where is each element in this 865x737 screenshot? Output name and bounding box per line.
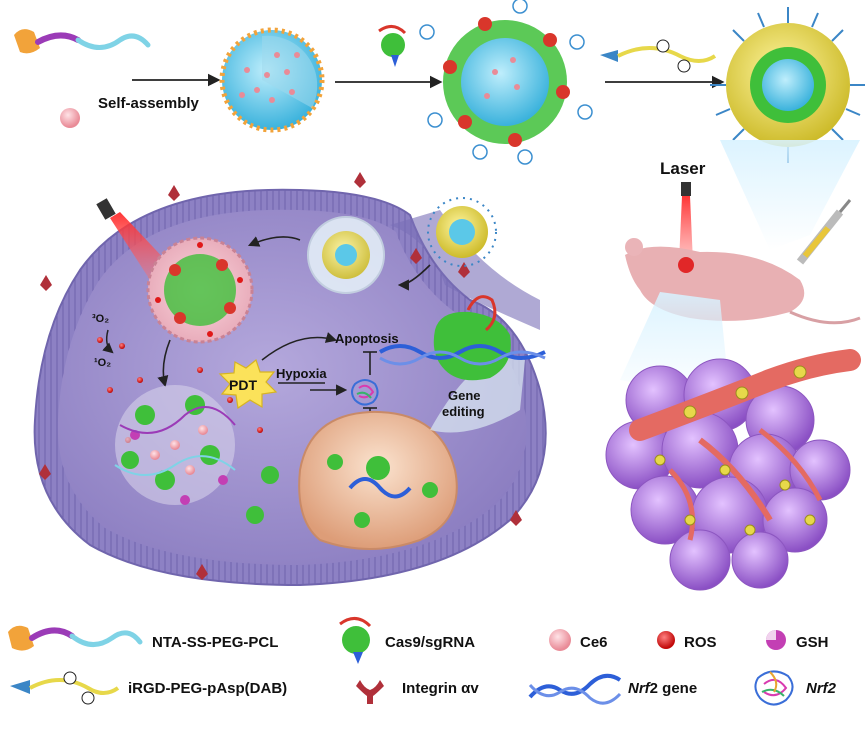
glow-beam-to-mouse	[720, 140, 860, 250]
endosome	[307, 216, 385, 294]
polymer-irgd-top	[600, 39, 717, 73]
legend-gsh-label: GSH	[796, 634, 829, 651]
gene-editing-cas9	[378, 295, 546, 381]
nucleus	[298, 410, 458, 550]
laser-device-mouse	[681, 182, 691, 196]
laser-device-cell	[96, 198, 116, 220]
arrow-endosome-to-pdt	[247, 236, 301, 247]
polymer-nta-top	[14, 29, 151, 54]
tumor	[605, 349, 861, 591]
nanoparticle-final-top	[710, 7, 865, 163]
legend-nrf2-protein-suffix: 2	[827, 680, 837, 697]
label-laser: Laser	[660, 159, 706, 178]
cas9-sgrna-top	[378, 25, 407, 67]
nanoparticle-entering-cell	[427, 197, 497, 267]
legend-nrf2-gene-suffix: 2 gene	[650, 680, 698, 697]
nanoparticle-pdt-activated	[146, 236, 254, 344]
label-apoptosis: Apoptosis	[335, 331, 399, 346]
arrow-pdt-to-release	[157, 339, 171, 388]
legend-polymer-nta-icon	[8, 625, 143, 651]
legend-polymer-nta-label: NTA-SS-PEG-PCL	[152, 634, 278, 651]
legend-polymer-irgd-icon	[10, 671, 120, 705]
legend-nrf2-gene-label: Nrf2 gene	[628, 680, 697, 697]
laser-beam-mouse	[679, 196, 693, 262]
legend: NTA-SS-PEG-PCL Cas9/sgRNA Ce6 ROS GSH iR…	[8, 617, 837, 706]
nanoparticle-disassembly	[114, 385, 236, 505]
pdt-starburst	[218, 358, 278, 410]
label-pdt: PDT	[229, 377, 257, 393]
micelle-cas9-complex	[419, 0, 593, 165]
gene-editing-callout	[430, 356, 525, 433]
arrow-o2-conversion	[102, 329, 114, 354]
legend-ros-icon	[657, 631, 675, 649]
inhibition-apoptosis	[363, 351, 377, 375]
legend-nrf2-gene-icon	[528, 673, 622, 705]
ce6-molecule-top	[60, 108, 80, 128]
syringe	[796, 199, 852, 265]
label-o2: ³O₂	[92, 313, 109, 325]
label-self-assembly: Self-assembly	[98, 95, 200, 112]
legend-polymer-irgd-label: iRGD-PEG-pAsp(DAB)	[128, 680, 287, 697]
nrf2-protein-cytoplasm	[351, 379, 379, 406]
legend-integrin-label: Integrin αv	[402, 680, 479, 697]
legend-gsh-icon	[766, 630, 786, 650]
legend-ce6-icon	[549, 629, 571, 651]
integrin-receptors	[39, 172, 522, 580]
label-hypoxia: Hypoxia	[276, 366, 327, 381]
label-singlet-oxygen: ¹O₂	[94, 357, 111, 369]
legend-integrin-icon	[356, 680, 384, 704]
micelle-ce6-loaded	[219, 27, 325, 133]
legend-nrf2-protein-prefix: Nrf	[806, 680, 830, 697]
legend-ce6-label: Ce6	[580, 634, 608, 651]
legend-nrf2-gene-prefix: Nrf	[628, 680, 652, 697]
legend-cas9-label: Cas9/sgRNA	[385, 634, 475, 651]
label-gene-editing-line1: Gene	[448, 388, 481, 403]
legend-cas9-icon	[339, 617, 372, 664]
legend-nrf2-protein-icon	[754, 670, 794, 706]
label-gene-editing-line2: editing	[442, 404, 485, 419]
legend-ros-label: ROS	[684, 634, 717, 651]
arrow-pdt-to-apoptosis	[261, 332, 338, 361]
arrow-uptake	[397, 264, 431, 291]
legend-nrf2-protein-label: Nrf2	[806, 680, 837, 697]
